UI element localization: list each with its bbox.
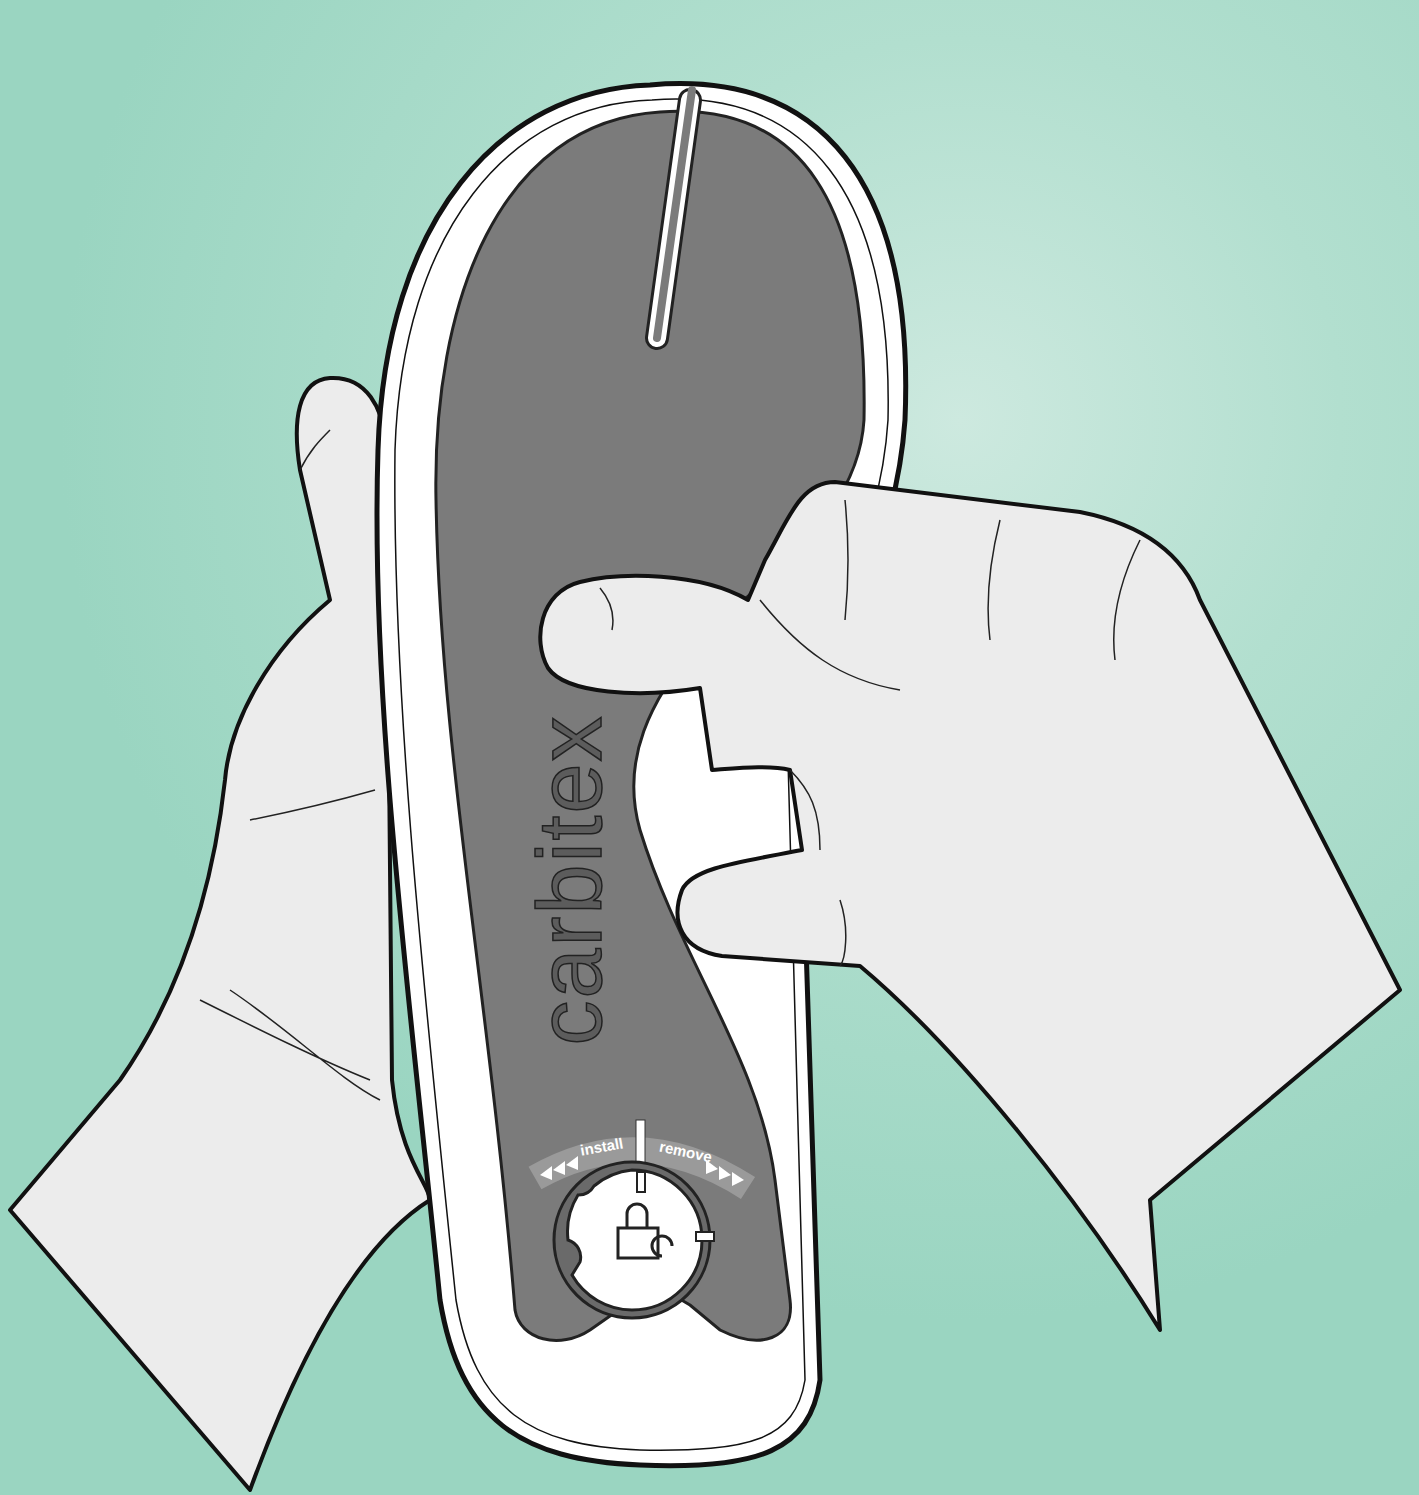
arrow-mark bbox=[732, 1172, 744, 1186]
lock-icon bbox=[627, 1204, 647, 1228]
indicator-mark bbox=[636, 1120, 645, 1198]
arrow-mark bbox=[553, 1161, 565, 1175]
arrow-mark bbox=[540, 1166, 552, 1180]
arrow-mark bbox=[719, 1166, 731, 1180]
plate-slot bbox=[657, 90, 692, 338]
right-hand bbox=[540, 482, 1400, 1330]
left-hand bbox=[10, 378, 430, 1490]
unlock-arrow bbox=[652, 1236, 672, 1256]
brand-logo: carbitex bbox=[525, 714, 615, 1045]
lock-dial bbox=[568, 1170, 702, 1310]
dial-tick bbox=[696, 1232, 714, 1241]
arrow-mark bbox=[566, 1156, 578, 1170]
left-hand-crease bbox=[200, 430, 380, 1100]
dial-tick bbox=[637, 1172, 645, 1192]
right-hand-crease bbox=[600, 500, 1140, 966]
lock-dial bbox=[554, 1162, 710, 1318]
